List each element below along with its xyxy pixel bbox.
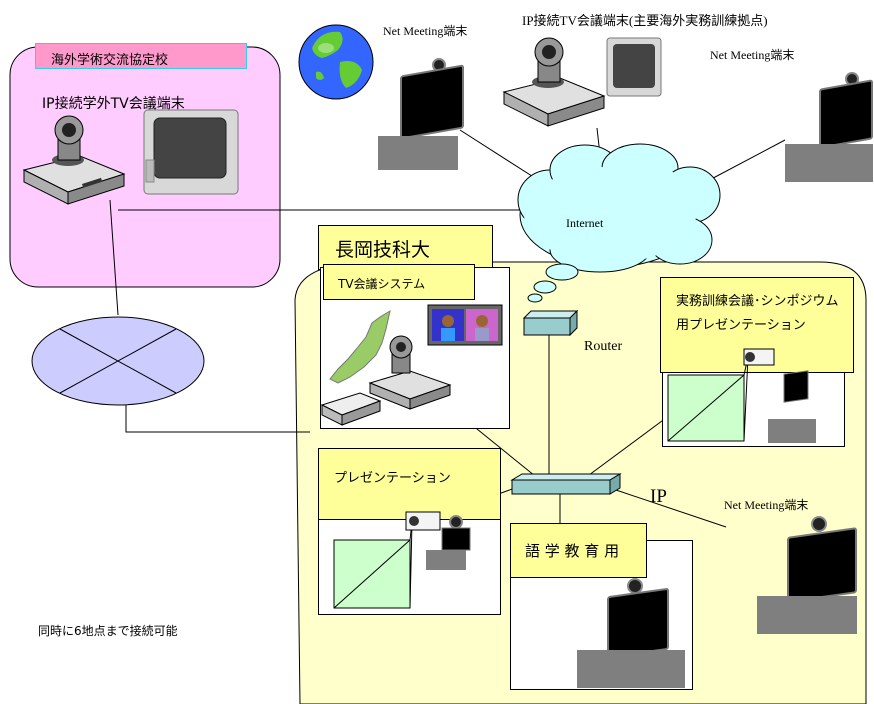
- codec-device-icon: [320, 392, 382, 426]
- overseas-terminal-label: IP接続学外TV会議端末: [42, 96, 185, 112]
- footer-note: 同時に6地点まで接続可能: [38, 624, 178, 638]
- crt-monitor-icon-center: [606, 37, 662, 97]
- projector-icon: [405, 511, 441, 531]
- tv-system-header: TV会議システム: [323, 264, 475, 300]
- presentation-header: プレゼンテーション: [318, 448, 501, 520]
- netmeeting-bottom-label: Net Meeting端末: [724, 498, 809, 512]
- laptop-icon-bottom: [757, 516, 865, 634]
- tv-camera-icon: [368, 335, 452, 410]
- laptop-icon-language: [577, 578, 685, 688]
- japan-map-icon: [329, 309, 391, 384]
- laptop-icon: [768, 370, 816, 443]
- video-call-icon: [427, 304, 503, 346]
- campus-title: 長岡技科大: [335, 239, 431, 261]
- webcam-icon: [811, 516, 827, 532]
- projector-icon: [743, 348, 775, 366]
- language-header: 語 学 教 育 用: [510, 523, 647, 578]
- tv-camera-icon-center: [502, 37, 606, 127]
- isdn-network: [31, 316, 205, 406]
- training-label: 実務訓練会議･シンポジウム用プレゼンテーション: [676, 294, 839, 333]
- internet-label: Internet: [566, 216, 604, 230]
- presentation-label: プレゼンテーション: [334, 471, 451, 486]
- tv-camera-icon: [22, 115, 126, 205]
- laptop-icon-right: [785, 72, 873, 182]
- ip-tv-label: IP接続TV会議端末(主要海外実務訓練拠点): [522, 13, 768, 28]
- overseas-school-label: 海外学術交流協定校: [51, 53, 169, 68]
- presentation-equipment: [333, 511, 471, 609]
- tv-system-label: TV会議システム: [338, 277, 426, 291]
- laptop-icon: [378, 58, 468, 170]
- campus-title-box: 長岡技科大: [318, 225, 493, 270]
- ip-label: IP: [650, 486, 667, 507]
- netmeeting-left-label: Net Meeting端末: [383, 24, 468, 38]
- laptop-icon: [426, 515, 471, 570]
- crt-monitor-icon: [143, 109, 239, 195]
- language-label: 語 学 教 育 用: [525, 542, 620, 560]
- router-icon: [522, 309, 579, 337]
- globe-icon: [298, 24, 374, 100]
- netmeeting-right-label: Net Meeting端末: [710, 48, 795, 62]
- tv-system-equipment: [320, 304, 503, 426]
- switch-icon: [510, 473, 622, 495]
- overseas-school-header: 海外学術交流協定校: [35, 43, 247, 69]
- training-equipment: [667, 348, 816, 443]
- router-label: Router: [584, 339, 623, 354]
